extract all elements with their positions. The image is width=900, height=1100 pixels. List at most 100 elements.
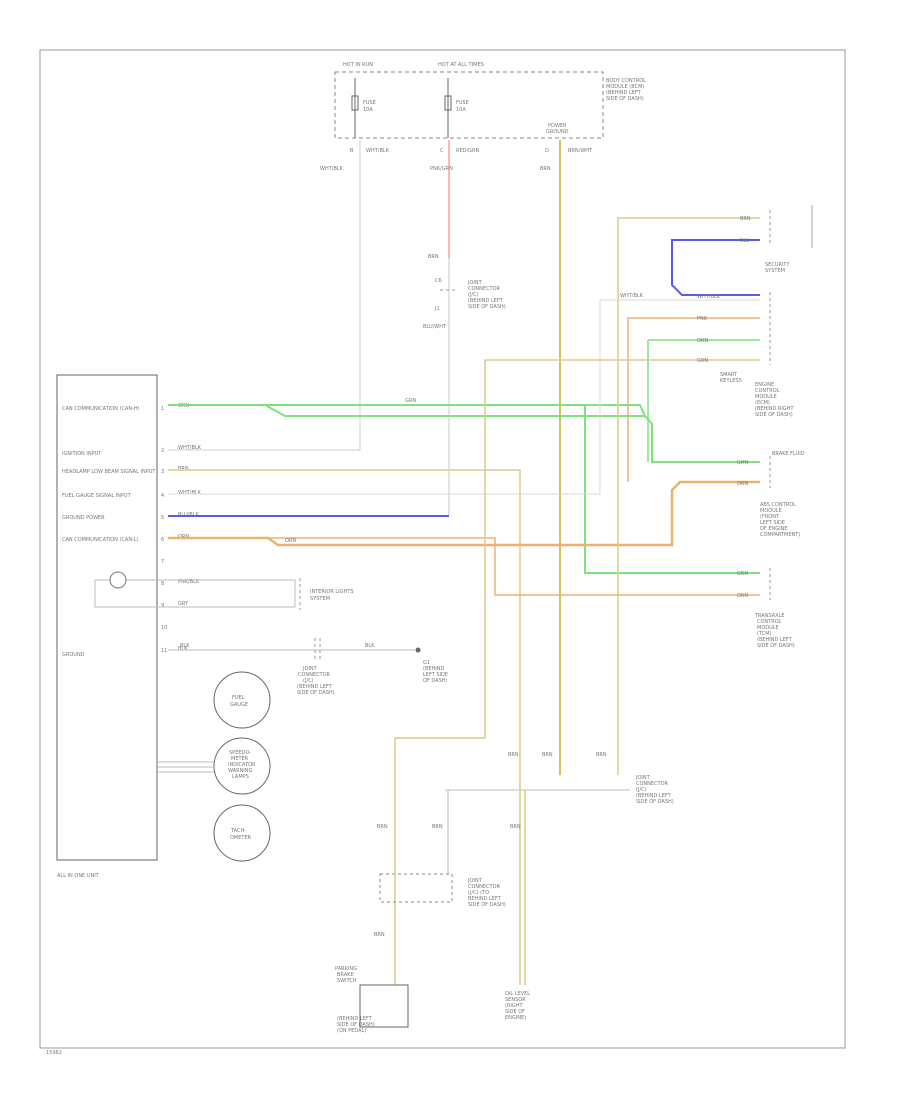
gauge-speedo-1: SPEEDO- [229,750,251,756]
wire-can-l-orange [168,480,760,547]
ground-g1-3: LEFT SIDE [423,672,448,678]
bcm-wire-left-color: WHT/BLK [366,148,390,154]
jcl-wire: BRN [374,932,385,938]
cluster-pin-4: 4 [161,493,164,499]
fuse-left-header: HOT IN RUN [343,62,373,68]
instrument-cluster-box [56,374,158,861]
security-1: SECURITY [765,262,790,268]
tcm-2: CONTROL [757,619,782,625]
jcb-5: SIDE OF DASH) [636,799,674,805]
ground-jc-2: CONNECTOR [298,672,331,678]
jcb-bottom-wire-2: BRN [432,824,443,830]
interior-lights: INTERIOR LIGHTS SYSTEM [94,571,354,610]
abs-4: LEFT SIDE [760,520,785,526]
gauge-tach-2: OMETER [230,835,252,841]
pb-6: (ON PEDAL) [337,1028,366,1034]
jc-top-pin-1: C6 [435,278,442,284]
pb-1: PARKING [335,966,357,972]
ground-wire-left: BLK [180,643,190,649]
bcm-wire-right-color: BRN/WHT [568,148,593,154]
cluster-pin-9: 9 [161,603,164,609]
cluster-wire-8: PNK/BLK [178,579,200,585]
jc-top-4: (BEHIND LEFT [468,298,504,304]
cluster-pin-11: 11 [161,648,167,654]
wire-orange-mid-label: ORN [285,538,296,544]
fuse-left-symbol [351,95,359,111]
right-components: BRN BLU SECURITY SYSTEM WHT/BLK PNK ORN … [697,205,813,649]
ol-1: OIL LEVEL [505,991,530,997]
ol-5: ENGINE) [505,1015,526,1021]
jcb-1: JOINT [635,775,651,781]
fuse-panel: HOT IN RUN HOT AT ALL TIMES FUSE 10A FUS… [320,62,646,172]
ecm-3: MODULE [755,394,777,400]
pb-5: SIDE OF DASH) [337,1022,375,1028]
bcm-wire-mid-code: PNK/GRN [430,166,453,172]
tcm-wire-2: ORN [737,593,748,599]
tcm-6: SIDE OF DASH) [757,643,795,649]
jcb-2: CONNECTOR [636,781,669,787]
bcm-title-2: MODULE (BCM) [606,84,644,90]
abs-wire-2: ORN [737,481,748,487]
fuse-left-amps: 10A [363,107,373,113]
fuse-panel-box [334,71,604,139]
jc-top-1: JOINT [467,280,483,286]
cluster-pin-8: 8 [161,581,164,587]
wire-blue-security [671,239,760,296]
cluster-pin-7: 7 [161,559,164,565]
gauge-tach-1: TACH- [230,828,246,834]
gauge-fuel-1: FUEL [232,695,245,701]
ground-jc-3: (J/C) [303,678,314,684]
gauge-speedo-2: METER [231,756,249,762]
cluster-pin-10: 10 [161,625,167,631]
fuse-right-amps: 10A [456,107,466,113]
jcl-3: (J/C) (TO [468,890,489,896]
abs-1: ABS CONTROL [760,502,796,508]
cluster-pin-2: 2 [161,448,164,454]
cluster-row-label-4: FUEL GAUGE SIGNAL INPUT [62,493,132,499]
ground-icon [415,647,421,653]
footer-code: 15982 [46,1050,62,1056]
cluster-wire-4: WHT/BLK [178,490,202,496]
joint-connector-bottom: BRN BRN BRN BRN BRN BRN JOINT CONNECTOR … [377,752,674,985]
wire-can-l-orange-tcm [268,537,760,596]
gauge-speedo-4: WARNING [228,768,253,774]
brake-1: BRAKE FLUID [772,451,805,457]
bcm-ground-1: POWER [548,123,567,129]
ecm-wire-2: PNK [697,316,708,322]
keyless-1: SMART [720,372,738,378]
wire-tan-parking [394,359,760,985]
jcb-top-wire-2: BRN [542,752,553,758]
fuse-left-name: FUSE [363,100,376,106]
bcm-pin-c: C [440,148,444,154]
jcb-top-wire-3: BRN [596,752,607,758]
gauge-speedo-3: INDICATOR [228,762,256,768]
tcm-4: (TCM) [757,631,772,637]
ground-g1-4: OF DASH) [423,678,448,684]
abs-5: OF ENGINE [760,526,788,532]
cluster-wire-2: WHT/BLK [178,445,202,451]
jcl-2: CONNECTOR [468,884,501,890]
bcm-wire-mid-color: RED/GRN [456,148,480,154]
fuel-gauge-icon [213,671,271,729]
ol-4: SIDE OF [505,1009,525,1015]
ground-jc-4: (BEHIND LEFT [297,684,333,690]
cluster-wire-9: GRY [178,601,189,607]
cluster-wire-11: BLK [178,646,188,652]
ground-g1-2: (BEHIND [423,666,445,672]
ground-g1-1: G1 [423,660,430,666]
pb-4: (BEHIND LEFT [337,1016,373,1022]
jcl-box [379,873,453,903]
cluster-row-label-1: CAN COMMUNICATION (CAN-H) [62,406,140,412]
security-2: SYSTEM [765,268,785,274]
ground-wire-right: BLK [365,643,375,649]
bcm-ground-2: GROUND [546,129,569,135]
bcm-wire-left-code: WHT/BLK [320,166,344,172]
ol-3: (RIGHT [505,1003,524,1009]
tcm-3: MODULE [757,625,779,631]
cluster-pin-5: 5 [161,515,164,521]
lamp-icon [109,571,127,589]
wire-fuel-signal [168,299,760,495]
ecm-wire-3: ORN [697,338,708,344]
cluster-pin-1: 1 [161,406,164,412]
